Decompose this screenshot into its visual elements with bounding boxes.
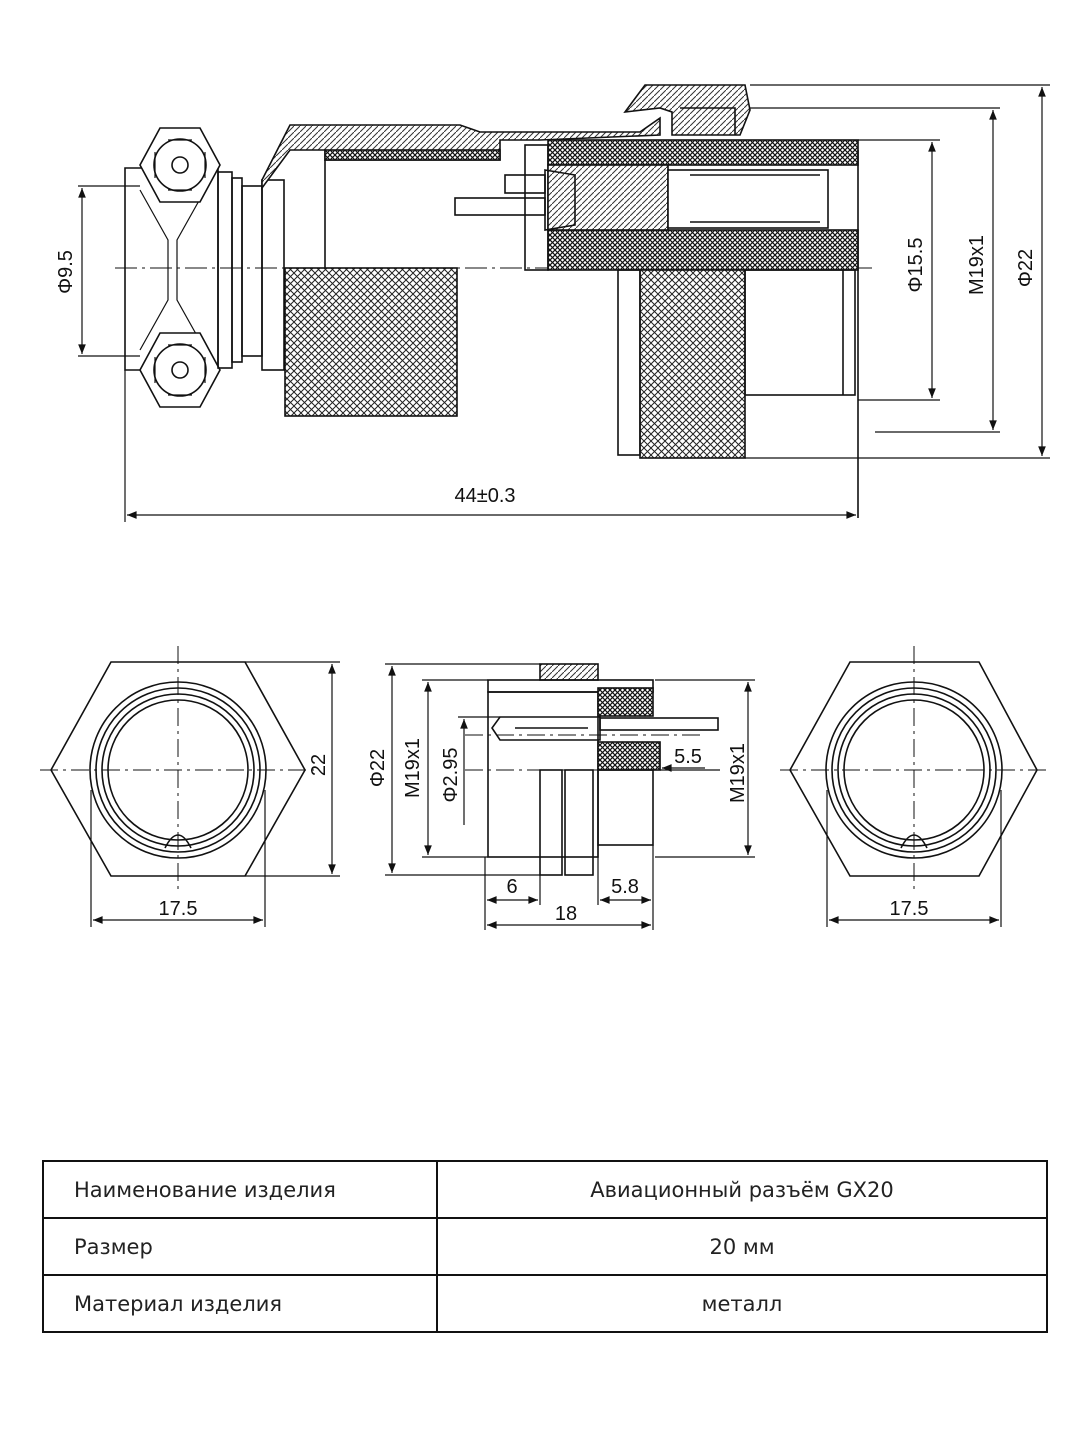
dim-thread: M19x1 xyxy=(966,235,988,295)
insert-section-bottom xyxy=(597,741,661,771)
dim-lines-right xyxy=(826,790,1002,927)
front-view-right xyxy=(780,646,1048,927)
dim-side-len-a: 6 xyxy=(506,876,517,898)
front-view-left xyxy=(40,646,340,927)
insert-hatched-bottom xyxy=(547,229,859,271)
contact-pin xyxy=(454,169,829,231)
clamp-screw-top xyxy=(139,127,221,203)
dim-hex-height: 22 xyxy=(308,754,330,776)
dim-side-thread-right: M19x1 xyxy=(727,743,749,803)
row-label-name: Наименование изделия xyxy=(42,1160,438,1219)
table-row: Наименование изделия Авиационный разъём … xyxy=(42,1160,1048,1219)
dim-side-d-pin: Φ2.95 xyxy=(440,748,462,803)
knurled-grip-right xyxy=(639,269,746,459)
dim-length: 44±0.3 xyxy=(454,485,515,507)
clamp-screw-bottom xyxy=(139,332,221,408)
dim-side-len-b: 5.8 xyxy=(611,876,639,898)
top-view xyxy=(78,84,1050,522)
side-view-middle xyxy=(385,663,755,930)
dim-d-cable: Φ9.5 xyxy=(55,250,77,294)
row-value-size: 20 мм xyxy=(436,1217,1048,1276)
knurled-grip-left xyxy=(284,267,458,417)
coupling-nut-cap xyxy=(623,84,751,136)
top-view-labels: Φ9.5 Φ15.5 M19x1 Φ22 44±0.3 xyxy=(55,235,1037,507)
row-label-material: Материал изделия xyxy=(42,1274,438,1333)
row-label-size: Размер xyxy=(42,1217,438,1276)
dim-d-outer: Φ22 xyxy=(1015,249,1037,287)
dim-side-pin-len: 5.5 xyxy=(674,746,702,768)
dim-lines-top xyxy=(78,84,1050,522)
dim-lines-left xyxy=(90,661,340,927)
dim-side-thread-left: M19x1 xyxy=(402,738,424,798)
table-row: Размер 20 мм xyxy=(42,1217,1048,1276)
dim-lines-middle xyxy=(385,663,755,930)
dim-side-len-total: 18 xyxy=(555,903,577,925)
dim-hex-width-left: 17.5 xyxy=(159,898,198,920)
dim-hex-width-right: 17.5 xyxy=(890,898,929,920)
pin-side xyxy=(491,716,719,741)
dim-side-d-outer: Φ22 xyxy=(367,749,389,787)
dim-d-inner: Φ15.5 xyxy=(905,238,927,293)
insert-section-top xyxy=(597,687,654,717)
spec-table: Наименование изделия Авиационный разъём … xyxy=(42,1160,1048,1333)
row-value-name: Авиационный разъём GX20 xyxy=(436,1160,1048,1219)
table-row: Материал изделия металл xyxy=(42,1274,1048,1333)
insert-hatched-top xyxy=(547,139,859,166)
row-value-material: металл xyxy=(436,1274,1048,1333)
